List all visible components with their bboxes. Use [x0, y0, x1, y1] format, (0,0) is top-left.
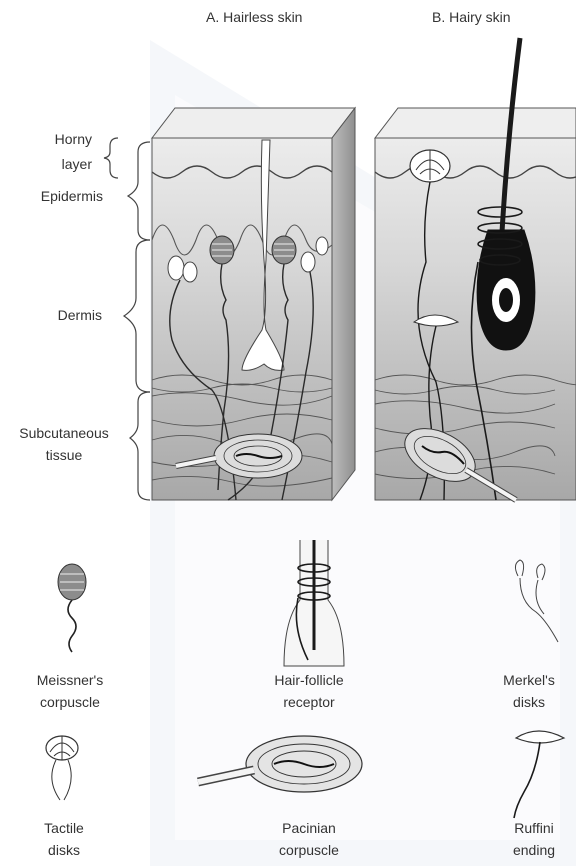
hair-follicle-label-2: receptor — [244, 692, 374, 712]
layer-brackets — [104, 138, 150, 500]
subcutaneous-bracket — [130, 392, 150, 500]
tactile-disks-drawing — [46, 736, 78, 800]
hairy-top-face — [375, 108, 576, 138]
ruffini-ending-drawing — [514, 731, 564, 818]
pacinian-corpuscle-drawing — [198, 736, 362, 792]
horny-layer-bracket — [104, 138, 118, 178]
dermis-bracket — [124, 240, 150, 392]
meissner-label-2: corpuscle — [18, 692, 122, 712]
merkel-label-1: Merkel's — [486, 670, 572, 690]
pacinian-label-1: Pacinian — [254, 818, 364, 838]
hairless-side-face — [332, 108, 355, 500]
hair-follicle-label-1: Hair-follicle — [244, 670, 374, 690]
ruffini-label-2: ending — [496, 840, 572, 860]
tactile-label-1: Tactile — [24, 818, 104, 838]
merkel-label-2: disks — [486, 692, 572, 712]
tactile-label-2: disks — [24, 840, 104, 860]
meissner-corpuscle-drawing — [58, 564, 86, 652]
merkel-disks-drawing — [515, 560, 558, 642]
epidermis-bracket — [128, 142, 150, 240]
hairless-top-face — [152, 108, 355, 138]
ruffini-label-1: Ruffini — [496, 818, 572, 838]
hairless-skin-block — [152, 108, 355, 500]
hairy-skin-block — [375, 38, 576, 500]
hair-follicle-receptor-drawing — [284, 540, 344, 666]
pacinian-label-2: corpuscle — [254, 840, 364, 860]
meissner-label-1: Meissner's — [18, 670, 122, 690]
